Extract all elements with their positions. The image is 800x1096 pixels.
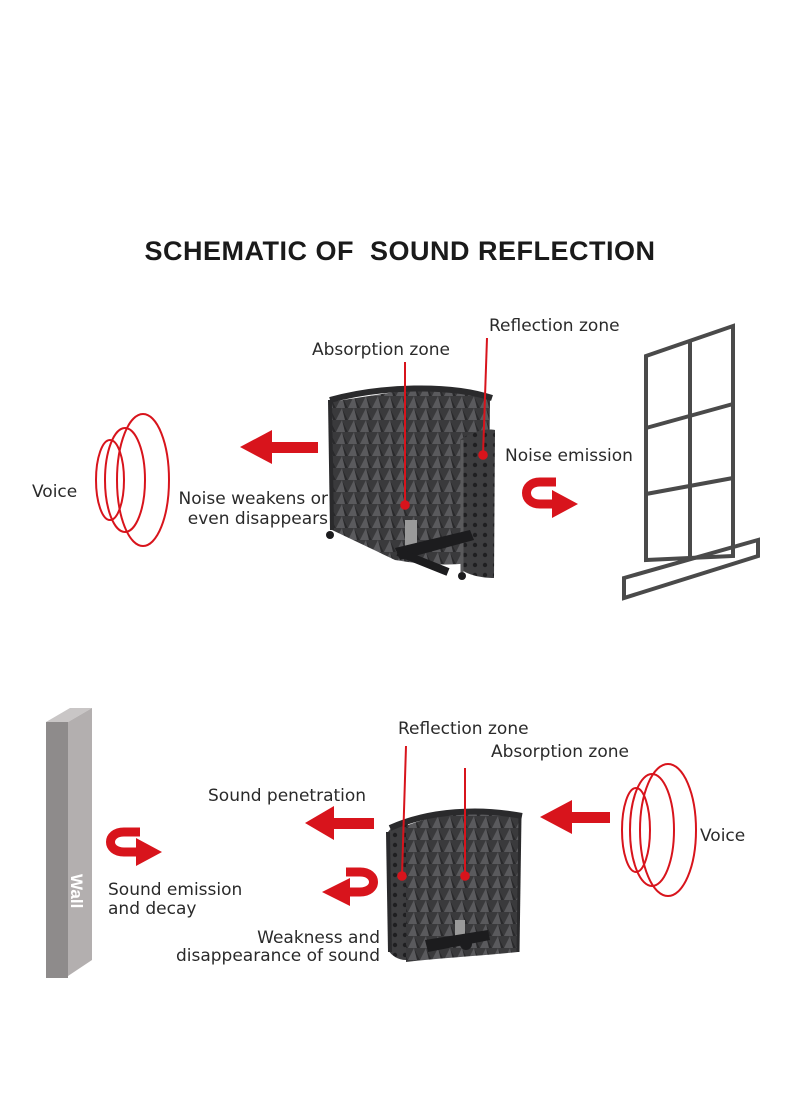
voice-waves-bottom-icon — [621, 763, 697, 897]
u-turn-arrow-wall-icon — [106, 827, 140, 857]
label-sound-penetration: Sound penetration — [208, 786, 367, 806]
label-weakness-2: disappearance of sound — [175, 946, 380, 966]
u-turn-arrow-top-icon — [522, 477, 556, 509]
label-wall: Wall — [67, 874, 86, 909]
arrow-left-top-icon — [240, 430, 318, 464]
label-reflection-zone-bottom: Reflection zone — [398, 719, 529, 739]
arrow-left-penetration-icon — [305, 806, 374, 840]
diagram-title: SCHEMATIC OF SOUND REFLECTION — [144, 236, 656, 266]
label-weakness-1: Weakness and — [257, 928, 380, 948]
label-voice-top: Voice — [32, 482, 78, 502]
wall-icon — [46, 708, 92, 978]
vocal-shield-top-icon — [326, 385, 495, 580]
label-noise-emission: Noise emission — [505, 446, 633, 466]
voice-waves-top-icon — [95, 413, 170, 547]
label-noise-weakens-1: Noise weakens or — [178, 489, 328, 509]
u-turn-arrow-left-icon — [346, 867, 378, 897]
u-turn-arrowhead-top-icon — [552, 490, 578, 518]
u-turn-arrowhead-wall-icon — [136, 838, 162, 866]
arrow-left-voice-icon — [540, 800, 610, 834]
label-reflection-zone-top: Reflection zone — [489, 316, 620, 336]
vocal-shield-bottom-icon — [386, 808, 523, 962]
label-voice-bottom: Voice — [700, 826, 746, 846]
u-turn-arrowhead-left-icon — [322, 878, 350, 906]
label-sound-emission-2: and decay — [108, 899, 197, 919]
leader-reflection-top — [478, 337, 488, 460]
label-noise-weakens-2: even disappears — [187, 509, 328, 529]
leader-reflection-bottom — [397, 745, 407, 881]
label-absorption-zone-top: Absorption zone — [312, 340, 450, 360]
label-absorption-zone-bottom: Absorption zone — [491, 742, 629, 762]
window-icon — [622, 323, 760, 601]
label-sound-emission-1: Sound emission — [108, 880, 243, 900]
